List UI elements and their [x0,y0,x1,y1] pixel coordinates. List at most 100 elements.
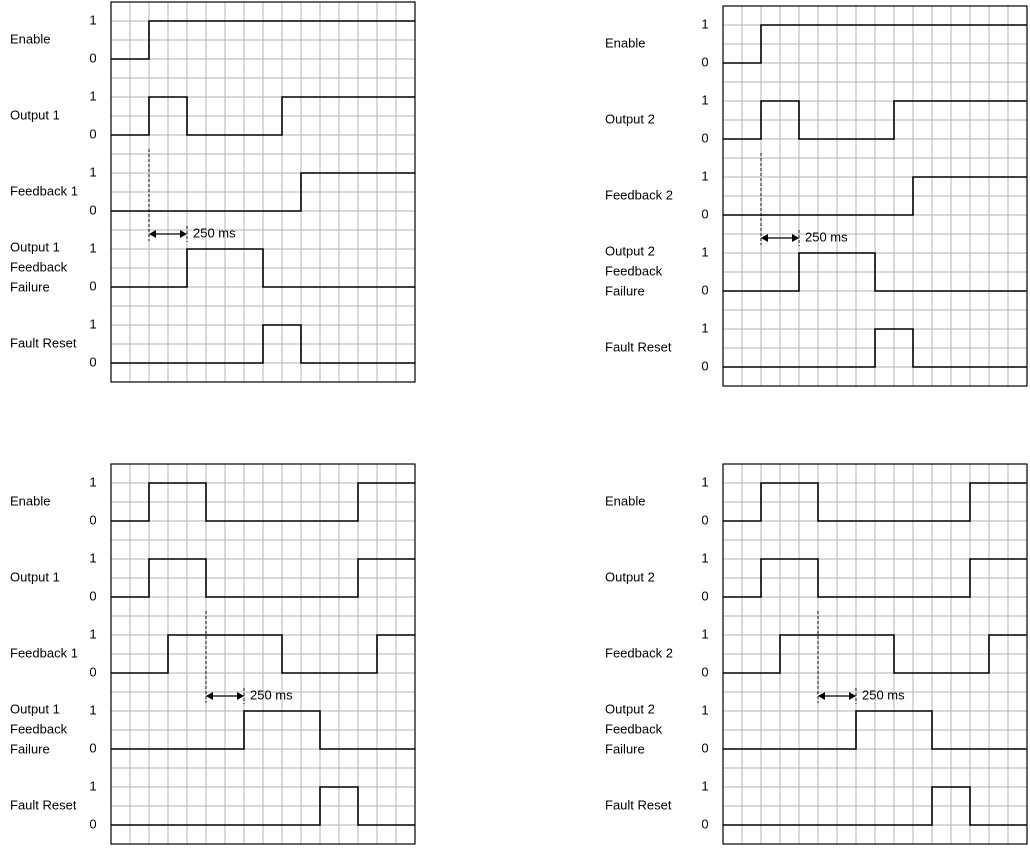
level-low-label: 0 [701,740,708,755]
signal-waveform [723,176,1027,216]
signal-label: Output 1 [10,701,60,716]
grid-border [722,5,1028,387]
level-high-label: 1 [701,626,708,641]
signal-label: Output 1 [10,569,60,584]
grid-border [722,463,1028,845]
timing-label: 250 ms [805,229,848,244]
signal-waveform [111,710,415,750]
signal-waveform [723,482,1027,522]
timing-arrowhead-left [149,230,156,238]
signal-label: Feedback 2 [605,187,673,202]
signal-label: Output 2 [605,701,655,716]
signal-label: Feedback [605,721,663,736]
signal-label: Fault Reset [605,339,672,354]
signal-waveform [111,248,415,288]
timing-arrowhead-right [792,234,799,242]
level-high-label: 1 [89,240,96,255]
level-low-label: 0 [89,126,96,141]
signal-label: Fault Reset [10,797,77,812]
level-low-label: 0 [89,278,96,293]
signal-label: Feedback 2 [605,645,673,660]
timing-arrowhead-left [206,692,213,700]
signal-label: Feedback [10,721,68,736]
level-high-label: 1 [701,92,708,107]
signal-waveform [111,786,415,826]
signal-label: Fault Reset [10,335,77,350]
signal-waveform [111,20,415,60]
level-low-label: 0 [701,130,708,145]
signal-label: Output 2 [605,243,655,258]
level-high-label: 1 [89,474,96,489]
signal-waveform [723,634,1027,674]
timing-label: 250 ms [862,687,905,702]
signal-waveform [723,24,1027,64]
level-low-label: 0 [89,354,96,369]
signal-label: Feedback [605,263,663,278]
signal: 1 0 Fault Reset [605,320,1027,373]
level-low-label: 0 [701,588,708,603]
timing-arrowhead-left [818,692,825,700]
level-high-label: 1 [89,88,96,103]
level-high-label: 1 [701,778,708,793]
timing-arrowhead-right [180,230,187,238]
signal-label: Failure [10,279,50,294]
signal: 1 0 Enable [10,474,415,527]
signal-label: Failure [605,741,645,756]
signal-label: Output 1 [10,107,60,122]
level-low-label: 0 [89,202,96,217]
level-low-label: 0 [701,358,708,373]
signal-label: Feedback 1 [10,183,78,198]
signal-label: Feedback [10,259,68,274]
level-low-label: 0 [701,512,708,527]
signal-label: Failure [605,283,645,298]
level-high-label: 1 [701,16,708,31]
level-high-label: 1 [701,244,708,259]
signal-label: Enable [10,493,50,508]
signal-waveform [111,324,415,364]
signal-waveform [111,634,415,674]
signal-label: Enable [605,493,645,508]
signal: 1 0 Fault Reset [10,778,415,831]
signal: 1 0 Output 1 [10,88,415,141]
level-high-label: 1 [89,550,96,565]
level-low-label: 0 [701,664,708,679]
signal: 1 0 Feedback 2 [605,626,1027,679]
signal-label: Failure [10,741,50,756]
level-low-label: 0 [701,206,708,221]
signal-waveform [723,710,1027,750]
signal-waveform [723,558,1027,598]
level-high-label: 1 [701,550,708,565]
level-high-label: 1 [701,320,708,335]
level-low-label: 0 [89,50,96,65]
level-high-label: 1 [89,12,96,27]
grid-border [110,463,416,845]
level-high-label: 1 [89,626,96,641]
signal-label: Output 2 [605,111,655,126]
timing-label: 250 ms [193,225,236,240]
level-low-label: 0 [89,512,96,527]
level-low-label: 0 [89,816,96,831]
level-low-label: 0 [701,816,708,831]
timing-arrowhead-right [237,692,244,700]
level-high-label: 1 [89,778,96,793]
level-high-label: 1 [89,702,96,717]
signal-waveform [723,786,1027,826]
signal-label: Feedback 1 [10,645,78,660]
